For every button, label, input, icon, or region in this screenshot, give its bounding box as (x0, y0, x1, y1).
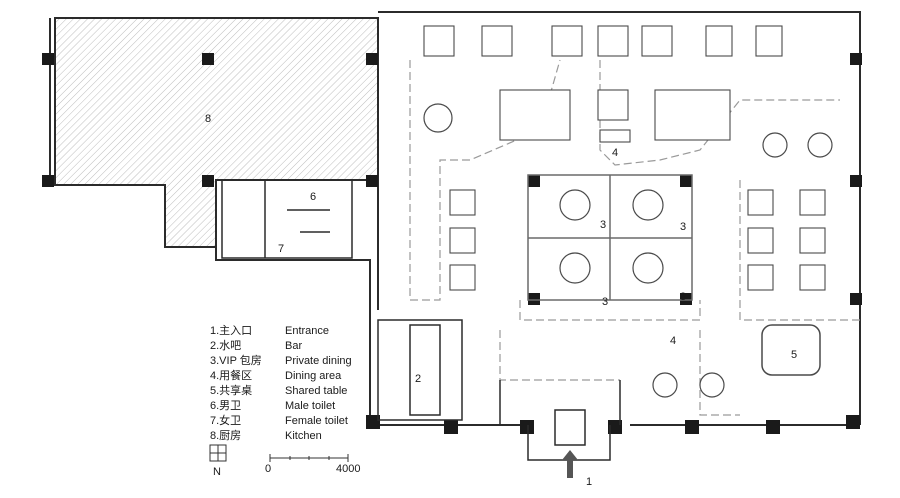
vip-partitions (527, 174, 693, 301)
label-kitchen: 8 (205, 113, 211, 125)
scale-end-label: 4000 (336, 463, 360, 475)
legend-item-8-number: 8.厨房 (210, 429, 241, 442)
north-marker (209, 444, 227, 462)
north-label: N (213, 466, 221, 478)
legend-item-4-number: 4.用餐区 (210, 368, 252, 382)
legend-item-6-number: 6.男卫 (210, 400, 241, 412)
legend-item-1-number: 1.主入口 (210, 324, 252, 337)
entrance-vestibule (499, 380, 621, 461)
legend-item-7-label: Female toilet (285, 415, 348, 427)
label-male-toilet: 6 (310, 191, 316, 203)
legend-item-8-label: Kitchen (285, 430, 322, 442)
legend: 1.主入口 Entrance 2.水吧 Bar 3.VIP 包房 Private… (210, 324, 352, 442)
legend-item-7-number: 7.女卫 (210, 413, 241, 427)
label-vip-c: 3 (602, 296, 608, 308)
toilet-walls (221, 179, 353, 259)
label-female-toilet: 7 (278, 243, 284, 255)
label-entrance: 1 (586, 476, 592, 488)
outer-walls (49, 11, 861, 426)
legend-item-4-label: Dining area (285, 370, 342, 382)
label-bar: 2 (415, 373, 421, 385)
legend-item-5-label: Shared table (285, 385, 347, 397)
bar-counter (377, 319, 463, 421)
legend-item-2-label: Bar (285, 340, 302, 352)
scale-start-label: 0 (265, 463, 271, 475)
legend-item-2-number: 2.水吧 (210, 339, 241, 352)
label-dining-top: 4 (612, 147, 618, 159)
structural-columns (42, 53, 862, 434)
square-tables (423, 25, 826, 291)
scale-bar (269, 454, 349, 462)
shared-table (761, 324, 821, 376)
label-dining-bottom: 4 (670, 335, 676, 347)
vip-tables (423, 103, 833, 398)
legend-item-1-label: Entrance (285, 325, 329, 337)
entrance-arrow (562, 450, 578, 478)
label-shared-table: 5 (791, 349, 797, 361)
label-vip-d: 3 (680, 291, 686, 303)
label-vip-b: 3 (680, 221, 686, 233)
legend-item-5-number: 5.共享桌 (210, 383, 252, 397)
label-vip-a: 3 (600, 219, 606, 231)
legend-item-6-label: Male toilet (285, 400, 335, 412)
legend-item-3-number: 3.VIP 包房 (210, 354, 262, 367)
legend-item-3-label: Private dining (285, 355, 352, 367)
